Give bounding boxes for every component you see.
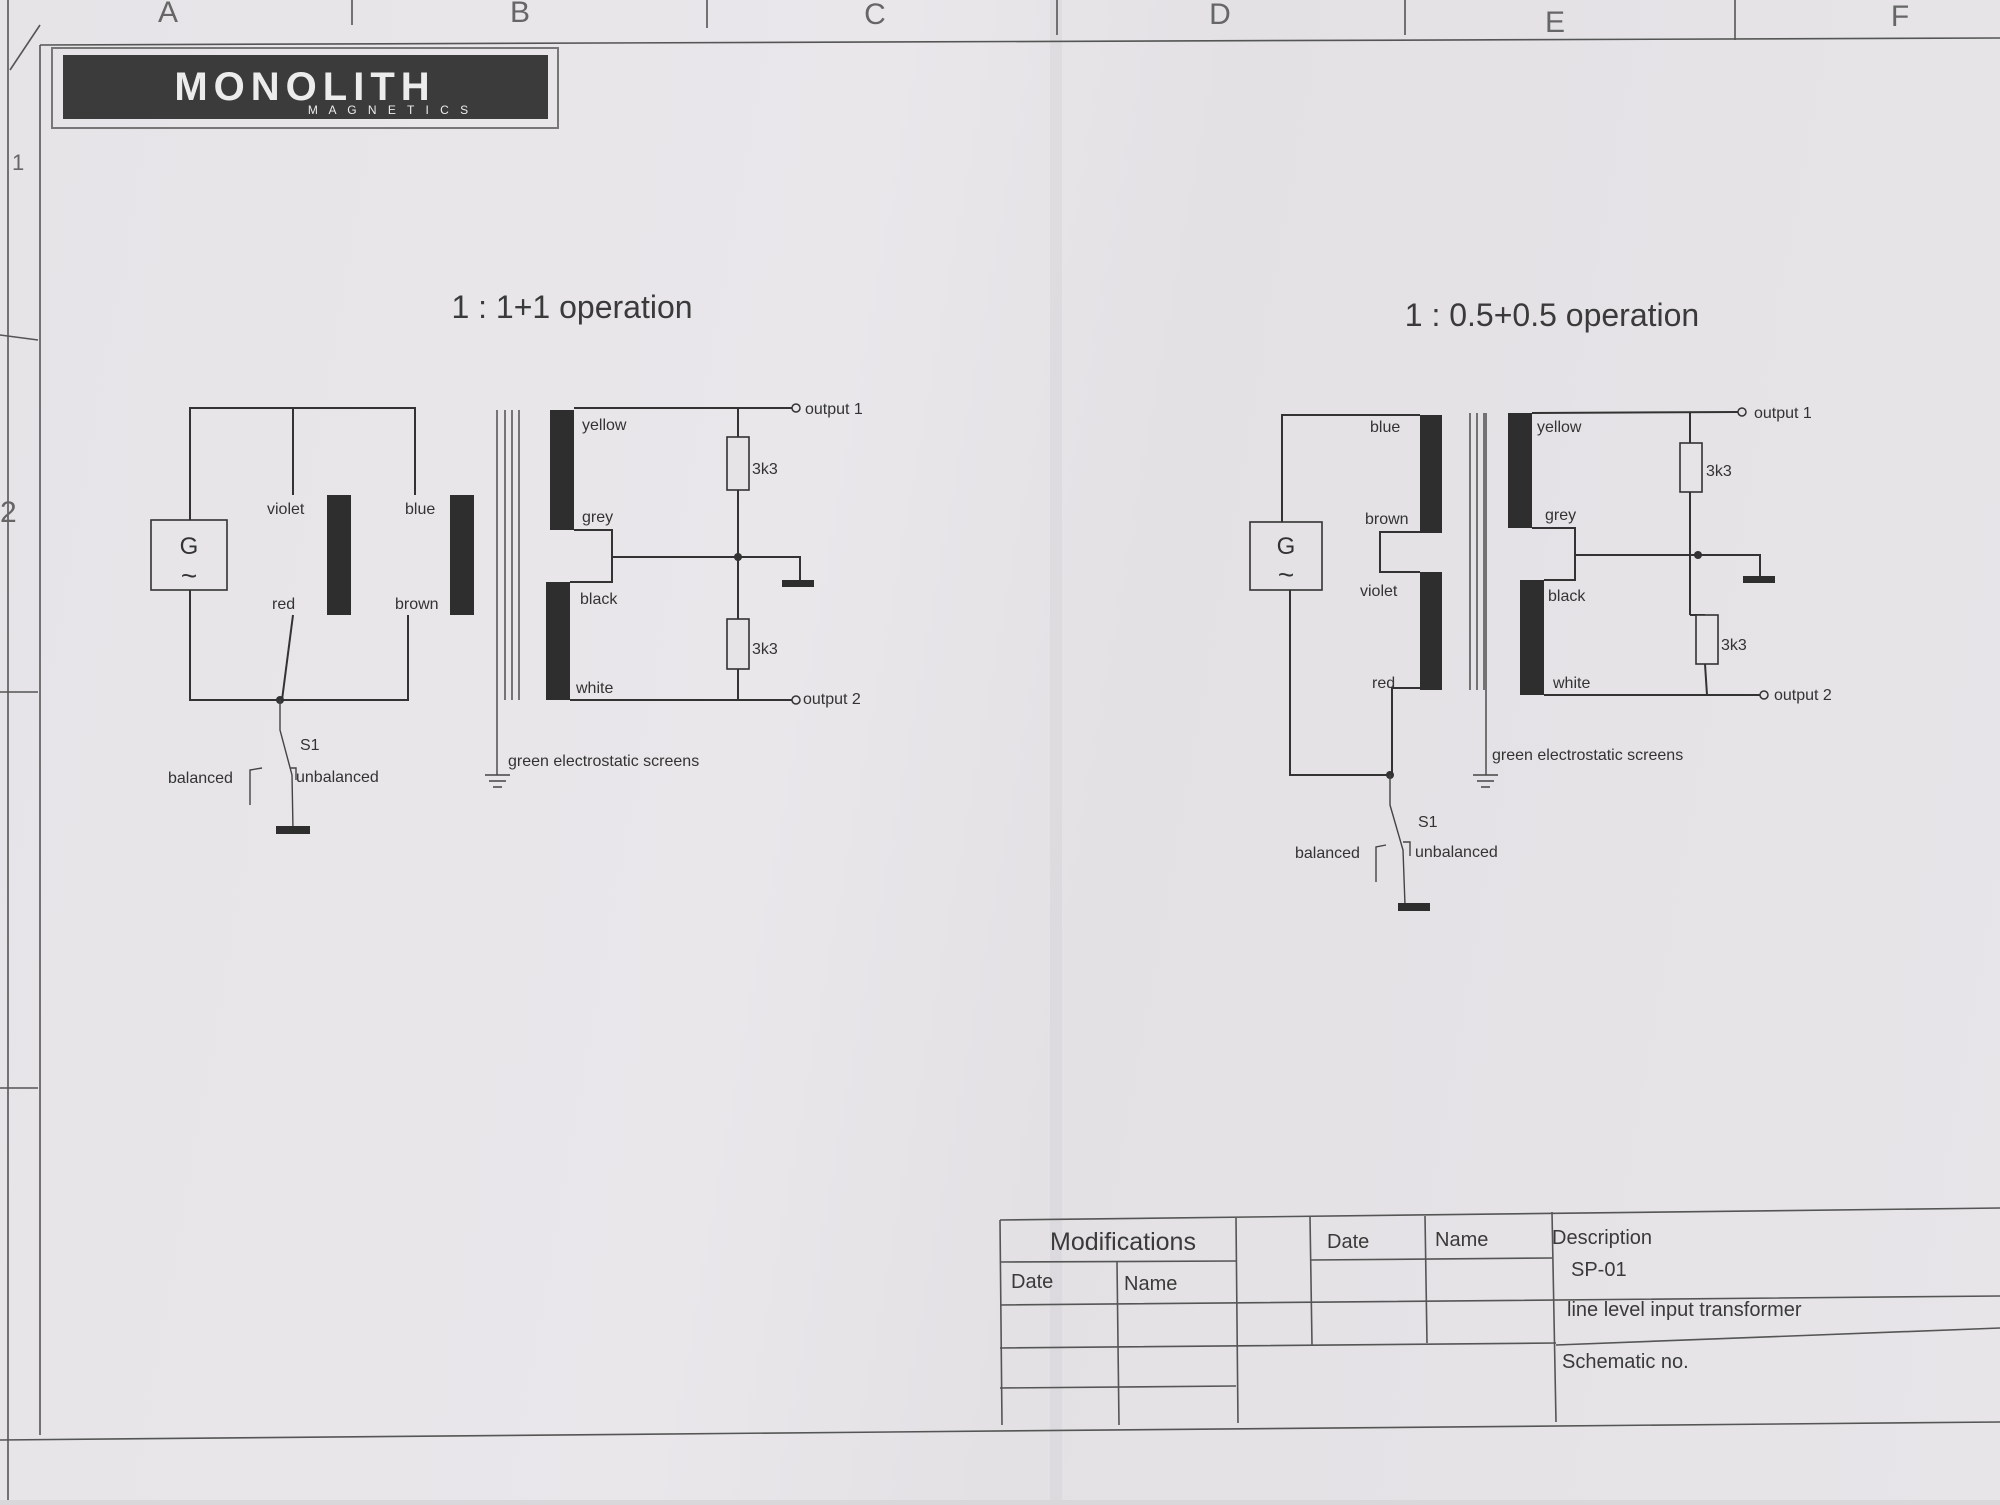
schematic-right: 1 : 0.5+0.5 operation G ~ blue brown vio…: [1249, 297, 1832, 911]
logo-subtitle: M A G N E T I C S: [308, 103, 472, 117]
grid-row-2: 2: [0, 496, 17, 529]
right-label-brown: brown: [1365, 511, 1409, 528]
title-block: Modifications Date Name Date Name Descri…: [999, 1207, 2000, 1426]
right-label-output-2: output 2: [1774, 687, 1832, 704]
left-generator-label: G: [180, 533, 199, 560]
right-label-grey: grey: [1545, 507, 1576, 524]
left-label-yellow: yellow: [582, 417, 627, 434]
right-label-s1: S1: [1418, 814, 1438, 831]
right-label-r2: 3k3: [1721, 637, 1747, 654]
left-primary-coil-2: [450, 495, 474, 615]
left-label-violet: violet: [267, 501, 305, 518]
left-label-blue: blue: [405, 501, 435, 518]
right-resistor-1: [1679, 442, 1703, 493]
right-secondary-coil-2: [1520, 580, 1544, 695]
left-label-balanced: balanced: [168, 770, 233, 787]
left-generator-symbol: ~: [181, 560, 197, 591]
logo-wordmark: MONOLITH: [174, 65, 435, 109]
grid-row-1: 1: [12, 150, 24, 175]
left-generator-box: [150, 519, 228, 591]
right-label-unbalanced: unbalanced: [1415, 844, 1498, 861]
right-primary-coil-1: [1420, 415, 1442, 533]
right-label-violet: violet: [1360, 583, 1398, 600]
right-label-black: black: [1548, 588, 1586, 605]
left-label-brown: brown: [395, 596, 439, 613]
left-resistor-1: [726, 436, 750, 491]
left-label-s1: S1: [300, 737, 320, 754]
right-label-r1: 3k3: [1706, 463, 1732, 480]
left-label-output-2: output 2: [803, 691, 861, 708]
left-primary-coil-1: [327, 495, 351, 615]
right-label-balanced: balanced: [1295, 845, 1360, 862]
right-generator-symbol: ~: [1278, 559, 1294, 590]
left-label-black: black: [580, 591, 618, 608]
left-secondary-coil-1: [550, 410, 574, 530]
left-label-r1: 3k3: [752, 461, 778, 478]
right-label-output-1: output 1: [1754, 405, 1812, 422]
left-label-output-1: output 1: [805, 401, 863, 418]
right-title: 1 : 0.5+0.5 operation: [1405, 297, 1699, 333]
tb-part-no: SP-01: [1571, 1259, 1627, 1281]
schematic-left: 1 : 1+1 operation G ~ violet red blue br…: [150, 289, 863, 834]
left-secondary-coil-2: [546, 582, 570, 700]
grid-col-b: B: [510, 0, 530, 29]
grid-col-a: A: [158, 0, 178, 29]
tb-modifications: Modifications: [1050, 1228, 1196, 1256]
left-transformer-core: [504, 410, 520, 700]
left-label-white: white: [575, 680, 613, 697]
grid-labels: A B C D E F 1 2: [0, 0, 1909, 529]
monolith-logo: MONOLITH M A G N E T I C S: [51, 47, 559, 129]
fold-shadow: [1050, 0, 1062, 1500]
left-label-grey: grey: [582, 509, 613, 526]
left-resistor-2: [726, 618, 750, 670]
tb-name-2: Name: [1435, 1229, 1488, 1251]
tb-schematic-no: Schematic no.: [1562, 1351, 1689, 1373]
right-generator-label: G: [1277, 533, 1296, 560]
right-label-yellow: yellow: [1537, 419, 1582, 436]
left-label-unbalanced: unbalanced: [296, 769, 379, 786]
tb-description: line level input transformer: [1567, 1299, 1802, 1321]
left-title: 1 : 1+1 operation: [451, 289, 692, 325]
right-transformer-core: [1469, 413, 1485, 690]
grid-col-f: F: [1891, 0, 1909, 33]
right-resistor-2: [1695, 614, 1719, 665]
left-label-red: red: [272, 596, 295, 613]
right-secondary-coil-1: [1508, 413, 1532, 528]
left-label-r2: 3k3: [752, 641, 778, 658]
grid-col-c: C: [864, 0, 886, 31]
grid-col-e: E: [1545, 6, 1565, 39]
grid-col-d: D: [1209, 0, 1231, 31]
tb-date-2: Date: [1327, 1231, 1369, 1253]
right-label-blue: blue: [1370, 419, 1400, 436]
left-label-screens: green electrostatic screens: [508, 753, 699, 770]
right-label-screens: green electrostatic screens: [1492, 747, 1683, 764]
tb-name: Name: [1124, 1273, 1177, 1295]
tb-description-label: Description: [1552, 1227, 1652, 1249]
right-label-white: white: [1552, 675, 1590, 692]
right-generator-box: [1249, 521, 1323, 591]
right-primary-coil-2: [1420, 572, 1442, 690]
tb-date: Date: [1011, 1271, 1053, 1293]
right-label-red: red: [1372, 675, 1395, 692]
